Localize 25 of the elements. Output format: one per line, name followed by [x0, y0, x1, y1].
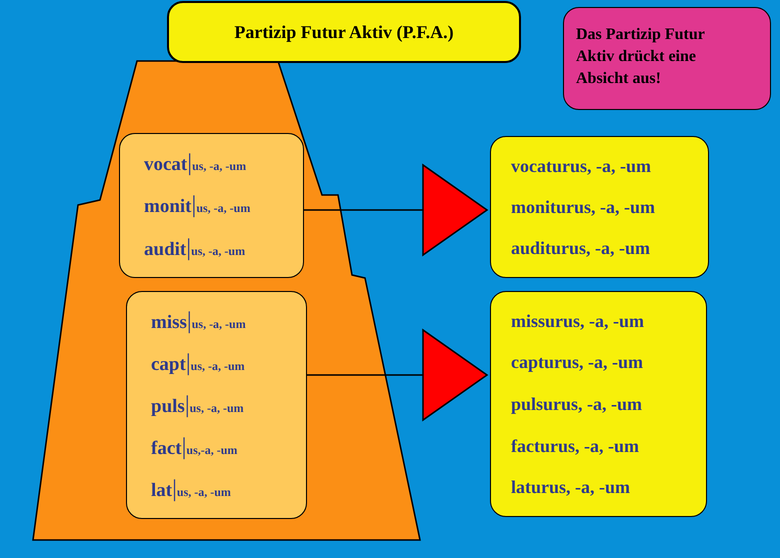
stem-ending-text: puls|us, -a, -um [151, 393, 245, 417]
form-box [490, 291, 707, 517]
form-text: missurus, -a, -um [511, 312, 646, 330]
title-text: Partizip Futur Aktiv (P.F.A.) [234, 20, 454, 44]
stem-ending-text: fact|us,-a, -um [151, 435, 238, 459]
form-text: auditurus, -a, -um [511, 239, 652, 258]
stem-ending-text: vocat|us, -a, -um [144, 151, 248, 176]
form-text: vocaturus, -a, -um [511, 156, 652, 175]
arrow [306, 328, 488, 422]
stem-box [119, 133, 304, 278]
stem-ending-text: lat|us, -a, -um [151, 477, 232, 501]
form-text: facturus, -a, -um [511, 436, 640, 455]
stem-ending-text: capt|us, -a, -um [151, 351, 246, 375]
form-text: laturus, -a, -um [511, 478, 632, 496]
stem-ending-text: monit|us, -a, -um [144, 193, 252, 218]
form-text: moniturus, -a, -um [511, 198, 656, 216]
note-box [563, 7, 771, 110]
form-text: capturus, -a, -um [511, 353, 644, 372]
form-box [490, 136, 709, 278]
arrow [303, 164, 488, 256]
stem-ending-text: miss|us, -a, -um [151, 309, 247, 333]
note-text: Das Partizip Futur Aktiv drückt eine Absicht aus! [576, 25, 706, 89]
stem-ending-text: audit|us, -a, -um [144, 236, 246, 260]
form-text: pulsurus, -a, -um [511, 394, 644, 413]
stem-box [126, 291, 307, 519]
